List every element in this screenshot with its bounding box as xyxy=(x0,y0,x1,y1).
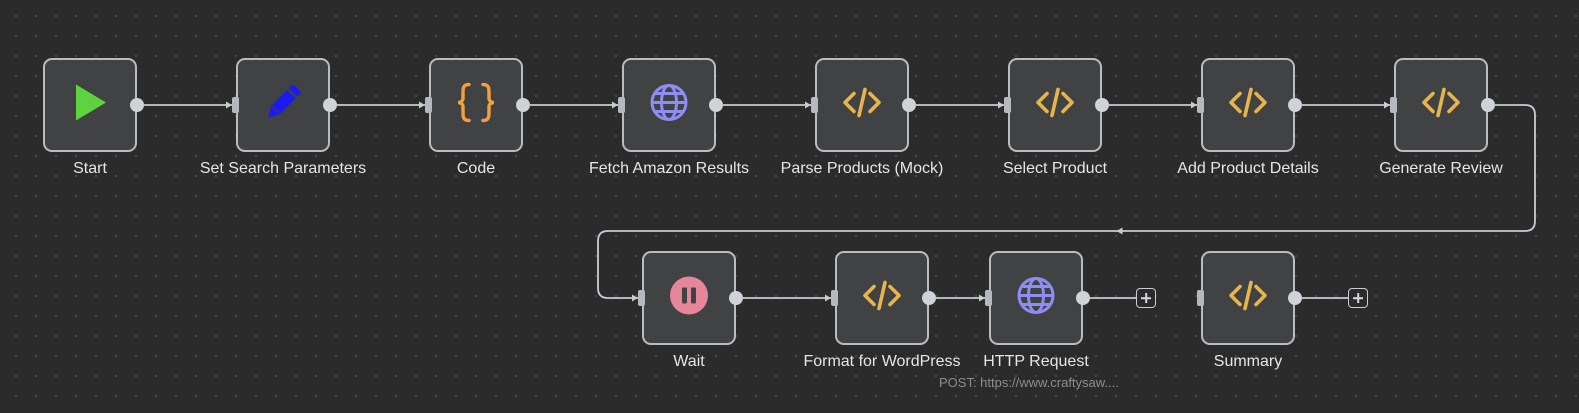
code-icon xyxy=(1227,275,1269,322)
node-label: Code xyxy=(456,160,496,177)
edge-arrow xyxy=(979,294,985,302)
output-port[interactable] xyxy=(902,98,916,112)
output-port[interactable] xyxy=(130,98,144,112)
input-port[interactable] xyxy=(425,97,432,113)
node-select-product[interactable] xyxy=(1008,58,1102,152)
input-port[interactable] xyxy=(1004,97,1011,113)
input-port[interactable] xyxy=(985,290,992,306)
edge-arrow xyxy=(612,101,618,109)
input-port[interactable] xyxy=(1197,97,1204,113)
node-label: Summary xyxy=(1213,353,1283,370)
globe-icon xyxy=(649,83,689,128)
connection-edge-wrap[interactable] xyxy=(597,104,1536,299)
node-label: Select Product xyxy=(1002,160,1108,177)
code-icon xyxy=(1227,82,1269,129)
output-port[interactable] xyxy=(922,291,936,305)
node-label: Parse Products (Mock) xyxy=(780,160,944,177)
node-generate-review[interactable] xyxy=(1394,58,1488,152)
edge-arrow xyxy=(419,101,425,109)
input-port[interactable] xyxy=(638,290,645,306)
node-start[interactable] xyxy=(43,58,137,152)
output-port[interactable] xyxy=(1095,98,1109,112)
node-code[interactable] xyxy=(429,58,523,152)
output-port[interactable] xyxy=(1288,98,1302,112)
input-port[interactable] xyxy=(1197,290,1204,306)
node-fetch-amazon-results[interactable] xyxy=(622,58,716,152)
node-label: Wait xyxy=(673,353,705,370)
code-icon xyxy=(1420,82,1462,129)
pencil-icon xyxy=(261,81,305,130)
code-icon xyxy=(1034,82,1076,129)
braces-icon xyxy=(454,81,498,130)
code-icon xyxy=(841,82,883,129)
node-label: HTTP Request xyxy=(983,353,1089,370)
input-port[interactable] xyxy=(618,97,625,113)
node-subtitle: POST: https://www.craftysaw.... xyxy=(939,375,1119,390)
output-port[interactable] xyxy=(709,98,723,112)
node-label: Add Product Details xyxy=(1177,160,1319,177)
output-port[interactable] xyxy=(1076,291,1090,305)
edge-arrow xyxy=(1116,227,1123,235)
node-label: Format for WordPress xyxy=(803,353,961,370)
edge-arrow xyxy=(1191,101,1197,109)
node-label: Start xyxy=(73,160,107,177)
input-port[interactable] xyxy=(811,97,818,113)
edge-arrow xyxy=(805,101,811,109)
node-set-search-parameters[interactable] xyxy=(236,58,330,152)
node-http-request[interactable] xyxy=(989,251,1083,345)
node-summary[interactable] xyxy=(1201,251,1295,345)
edge-arrow xyxy=(825,294,831,302)
output-port[interactable] xyxy=(1481,98,1495,112)
output-port[interactable] xyxy=(323,98,337,112)
node-format-for-wordpress[interactable] xyxy=(835,251,929,345)
edge-arrow xyxy=(998,101,1004,109)
code-icon xyxy=(861,275,903,322)
pause-icon xyxy=(669,276,709,321)
node-label: Fetch Amazon Results xyxy=(588,160,750,177)
edge-arrow xyxy=(632,294,638,302)
output-port[interactable] xyxy=(1288,291,1302,305)
node-label: Generate Review xyxy=(1379,160,1503,177)
node-parse-products-mock[interactable] xyxy=(815,58,909,152)
add-node-button[interactable] xyxy=(1348,288,1368,308)
edge-arrow xyxy=(1384,101,1390,109)
input-port[interactable] xyxy=(1390,97,1397,113)
output-port[interactable] xyxy=(516,98,530,112)
globe-icon xyxy=(1016,276,1056,321)
node-wait[interactable] xyxy=(642,251,736,345)
output-port[interactable] xyxy=(729,291,743,305)
edge-arrow xyxy=(226,101,232,109)
play-icon xyxy=(68,81,112,130)
add-node-button[interactable] xyxy=(1136,288,1156,308)
node-add-product-details[interactable] xyxy=(1201,58,1295,152)
node-label: Set Search Parameters xyxy=(199,160,367,177)
input-port[interactable] xyxy=(831,290,838,306)
input-port[interactable] xyxy=(232,97,239,113)
